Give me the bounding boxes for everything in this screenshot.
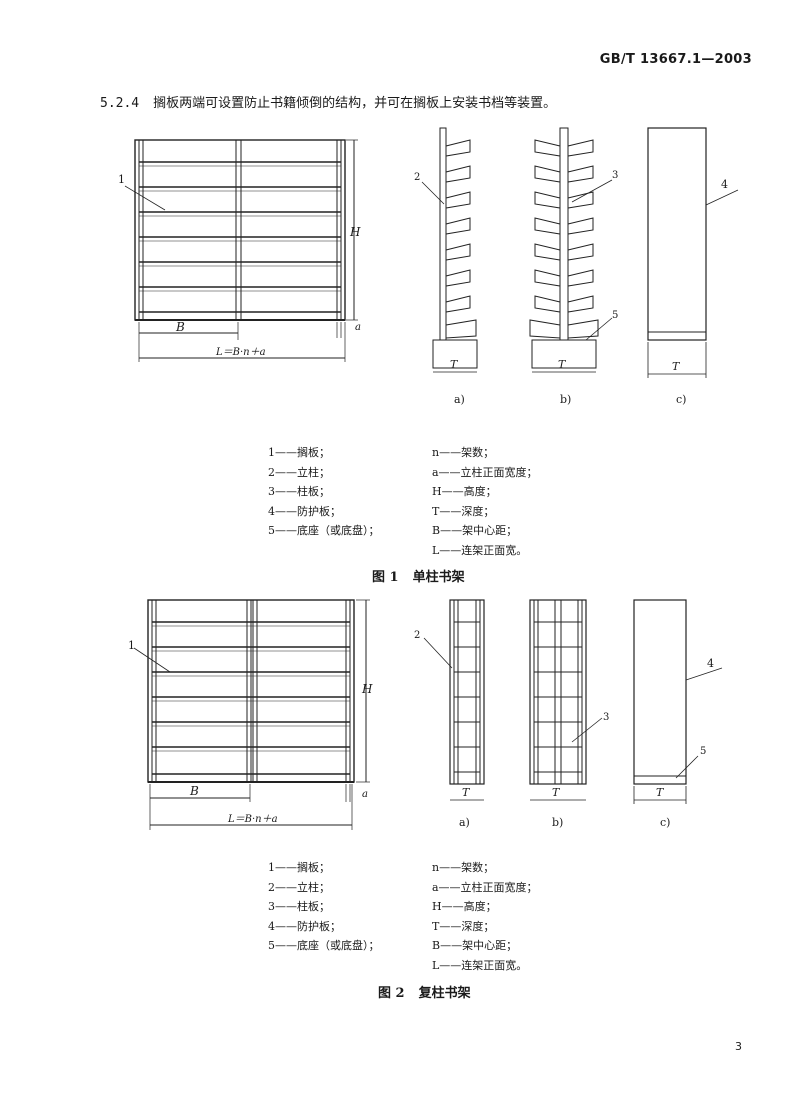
fig2-legend-left: 1——搁板； 2——立柱； 3——柱板； 4——防护板； 5——底座（或底盘）； xyxy=(268,858,380,956)
fig1-subfig-b: b) xyxy=(560,393,571,406)
legend-item: 1——搁板； xyxy=(268,446,330,459)
fig2-callout-2: 2 xyxy=(414,630,420,641)
legend-item: a——立柱正面宽度； xyxy=(432,465,538,479)
legend-item: T——深度； xyxy=(432,504,495,518)
legend-item: 1——搁板； xyxy=(268,861,330,874)
legend-item: B——架中心距； xyxy=(432,939,518,952)
fig1-front-view xyxy=(124,139,358,362)
fig1-dim-B: B xyxy=(175,320,185,334)
fig1-dim-T-a: T xyxy=(450,358,459,371)
fig1-callout-4: 4 xyxy=(721,178,728,191)
fig2-dim-H: H xyxy=(361,682,373,696)
fig1-callout-5: 5 xyxy=(612,310,618,321)
clause-text: 搁板两端可设置防止书籍倾倒的结构，并可在搁板上安装书档等装置。 xyxy=(153,96,557,111)
fig2-subfig-c: c) xyxy=(660,816,670,829)
legend-item: 3——柱板； xyxy=(268,485,330,498)
fig2-dim-T-c: T xyxy=(656,786,665,799)
fig2-side-view-c xyxy=(633,599,723,785)
fig2-callout-4: 4 xyxy=(707,657,714,670)
fig1-callout-3: 3 xyxy=(612,170,618,181)
legend-item: T——深度； xyxy=(432,919,495,933)
fig1-callout-1: 1 xyxy=(118,173,125,186)
fig1-caption-label: 图 1 xyxy=(372,570,399,585)
fig2-front-view xyxy=(133,599,370,830)
fig2-callout-3: 3 xyxy=(603,712,609,723)
legend-item: L——连架正面宽。 xyxy=(432,543,528,557)
page-number: 3 xyxy=(735,1040,742,1053)
fig1-subfig-a: a) xyxy=(454,393,465,406)
fig1-dim-a: a xyxy=(355,322,361,333)
fig2-dim-T-a: T xyxy=(462,786,471,799)
fig1-legend-right: n——架数； a——立柱正面宽度； H——高度； T——深度； B——架中心距；… xyxy=(432,443,538,560)
legend-item: 3——柱板； xyxy=(268,900,330,913)
fig1-side-view-c xyxy=(647,127,739,341)
fig2-caption-label: 图 2 xyxy=(378,986,405,1001)
fig1-subfig-c: c) xyxy=(676,393,686,406)
fig2-dim-B: B xyxy=(189,784,199,798)
fig2-subfig-a: a) xyxy=(459,816,470,829)
legend-item: 2——立柱； xyxy=(268,465,330,479)
fig2-dim-a: a xyxy=(362,789,368,800)
fig2-caption-title: 复柱书架 xyxy=(418,986,471,1001)
clause-number: 5.2.4 xyxy=(100,96,140,111)
legend-item: 4——防护板； xyxy=(268,919,341,933)
fig2-side-view-a xyxy=(423,599,485,785)
figure-1-drawing: 1 2 3 4 5 H B a L＝B·n＋a T T T a) b) c) xyxy=(118,127,739,406)
fig2-legend-right: n——架数； a——立柱正面宽度； H——高度； T——深度； B——架中心距；… xyxy=(432,858,538,975)
legend-item: n——架数； xyxy=(432,861,495,874)
fig1-side-view-a xyxy=(421,127,478,369)
legend-item: 2——立柱； xyxy=(268,880,330,894)
legend-item: B——架中心距； xyxy=(432,524,518,537)
fig1-dim-T-b: T xyxy=(558,358,567,371)
fig1-dim-T-c: T xyxy=(672,360,681,373)
legend-item: L——连架正面宽。 xyxy=(432,958,528,972)
fig1-caption-title: 单柱书架 xyxy=(412,570,465,585)
legend-item: H——高度； xyxy=(432,485,497,498)
legend-item: a——立柱正面宽度； xyxy=(432,880,538,894)
fig2-callout-5: 5 xyxy=(700,746,706,757)
figure-2-drawing: 1 2 3 4 5 H B a L＝B·n＋a T T T a) b) c) xyxy=(128,599,723,830)
fig2-callout-1: 1 xyxy=(128,639,135,652)
legend-item: 4——防护板； xyxy=(268,504,341,518)
fig1-caption: 图 1 单柱书架 xyxy=(372,566,465,585)
legend-item: H——高度； xyxy=(432,900,497,913)
fig1-dim-L: L＝B·n＋a xyxy=(215,347,266,358)
legend-item: 5——底座（或底盘）； xyxy=(268,939,380,952)
fig2-dim-L: L＝B·n＋a xyxy=(227,814,278,825)
fig1-legend-left: 1——搁板； 2——立柱； 3——柱板； 4——防护板； 5——底座（或底盘）； xyxy=(268,443,380,541)
legend-item: 5——底座（或底盘）； xyxy=(268,524,380,537)
clause-5-2-4: 5.2.4 搁板两端可设置防止书籍倾倒的结构，并可在搁板上安装书档等装置。 xyxy=(100,92,556,111)
legend-item: n——架数； xyxy=(432,446,495,459)
fig1-side-view-b xyxy=(529,127,613,369)
fig2-side-view-b xyxy=(529,599,603,785)
fig1-dim-H: H xyxy=(349,225,361,239)
fig2-caption: 图 2 复柱书架 xyxy=(378,982,471,1001)
fig2-dim-T-b: T xyxy=(552,786,561,799)
fig2-subfig-b: b) xyxy=(552,816,563,829)
standard-id: GB/T 13667.1—2003 xyxy=(599,52,752,67)
fig1-callout-2: 2 xyxy=(414,172,420,183)
